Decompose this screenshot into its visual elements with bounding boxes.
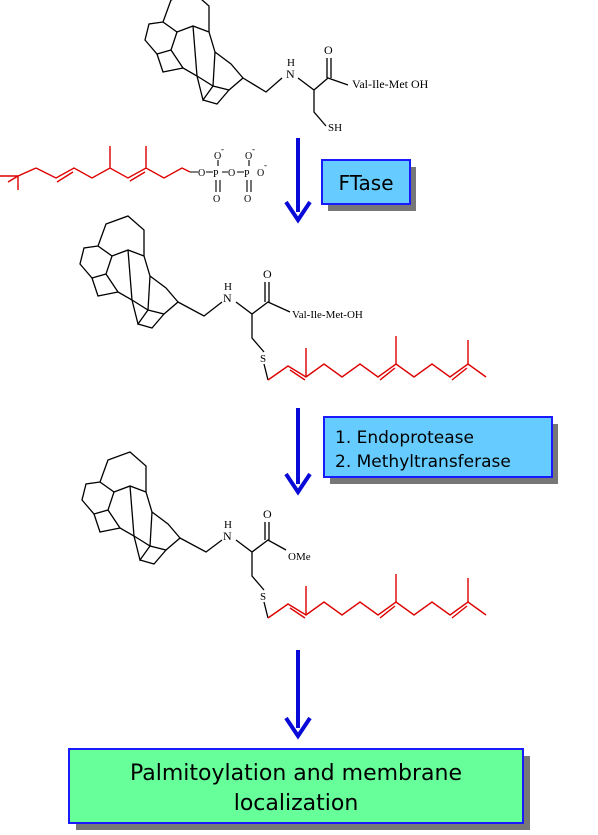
farnesyl-pyrophosphate: O P O P O - O - O - O O: [0, 144, 267, 205]
cage-skeleton: [79, 215, 179, 329]
pyrophosphate-bonds: [190, 160, 252, 192]
charge-2: -: [252, 144, 255, 154]
backbone-bonds: [179, 522, 287, 619]
nh-label: N: [223, 291, 232, 305]
h-label: H: [224, 281, 232, 293]
outcome-box: Palmitoylation and membrane localization: [68, 748, 530, 830]
thiol-label: SH: [328, 122, 342, 134]
bridge-o-label: O: [228, 168, 235, 179]
nh-label: N: [286, 67, 295, 81]
anionic-o-1-label: O: [214, 151, 221, 162]
farnesyl-chain: [267, 573, 487, 619]
outcome-line-1: Palmitoylation and membrane: [130, 761, 462, 786]
endoprotease-label: 1. Endoprotease: [335, 428, 474, 448]
oxo-2-label: O: [244, 194, 251, 205]
farnesyl-tail: [0, 146, 191, 190]
nh-label: N: [223, 529, 232, 543]
methyltransferase-label: 2. Methyltransferase: [335, 452, 511, 472]
backbone-bonds: [242, 58, 349, 127]
methyl-ester-label: OMe: [288, 551, 311, 563]
farnesyl-chain: [267, 335, 487, 381]
cage-skeleton: [81, 451, 181, 565]
sulfur-label: S: [260, 591, 266, 603]
ftase-box: FTase: [321, 159, 416, 211]
cage-skeleton: [144, 0, 244, 105]
h-label: H: [287, 57, 295, 69]
enzyme-label: FTase: [338, 171, 393, 195]
charge-1: -: [221, 144, 224, 154]
backbone-bonds: [177, 282, 291, 381]
peptide-label: Val-Ile-Met-OH: [292, 309, 363, 321]
carbonyl-o-label: O: [263, 507, 272, 521]
phosphorus-1-label: P: [213, 169, 219, 180]
carbonyl-o-label: O: [324, 43, 333, 57]
structure-2: N H O Val-Ile-Met-OH S: [79, 215, 487, 381]
processing-enzymes-box: 1. Endoprotease 2. Methyltransferase: [323, 416, 558, 484]
sulfur-label: S: [260, 353, 266, 365]
phosphorus-2-label: P: [244, 169, 250, 180]
reaction-arrow-1: [284, 138, 312, 224]
peptide-label: Val-Ile-Met OH: [352, 77, 429, 91]
terminal-o-label: O: [257, 168, 264, 179]
ester-o-label: O: [198, 168, 205, 179]
carbonyl-o-label: O: [263, 267, 272, 281]
charge-3: -: [264, 160, 267, 170]
outcome-line-2: localization: [234, 791, 359, 816]
reaction-arrow-3: [284, 650, 312, 740]
structure-1: N H O Val-Ile-Met OH SH: [144, 0, 429, 134]
h-label: H: [224, 519, 232, 531]
oxo-1-label: O: [213, 194, 220, 205]
structure-3: N H O OMe S: [81, 451, 487, 619]
anionic-o-2-label: O: [245, 151, 252, 162]
reaction-arrow-2: [284, 408, 312, 496]
